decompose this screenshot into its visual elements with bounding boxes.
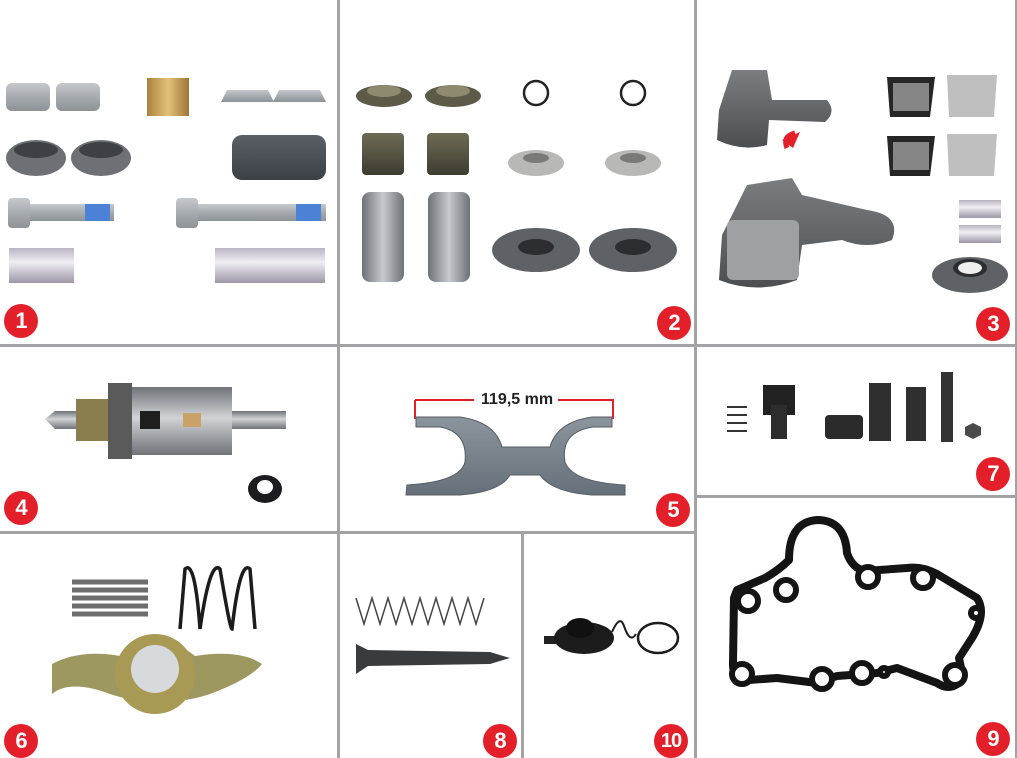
adjuster-shaft-image [45, 383, 286, 503]
badge-1: 1 [4, 304, 38, 338]
grid-line-right [1015, 0, 1017, 758]
caliper-kit-parts-image [6, 78, 326, 283]
grid-line-v1 [337, 0, 340, 758]
badge-2: 2 [657, 306, 691, 340]
grid-line-h2 [0, 531, 697, 534]
badge-4: 4 [4, 491, 38, 525]
cell-5[interactable]: 119,5 mm 5 [340, 347, 694, 531]
gauge-plate-image [405, 399, 626, 496]
grid-line-v2 [694, 0, 697, 758]
adjuster-parts-kit-image [727, 372, 981, 442]
badge-7: 7 [976, 457, 1010, 491]
grid-line-h1 [0, 344, 1017, 347]
cell-10[interactable]: 10 [524, 534, 694, 758]
badge-10: 10 [654, 724, 688, 758]
grid-line-h3 [697, 495, 1017, 498]
cell-9[interactable]: 9 [697, 498, 1015, 758]
badge-6: 6 [4, 724, 38, 758]
badge-5: 5 [656, 493, 690, 527]
cell-4[interactable]: 4 [0, 347, 337, 531]
badge-3: 3 [976, 307, 1010, 341]
spring-and-pin-image [355, 595, 510, 674]
badge-9: 9 [976, 722, 1010, 756]
cell-1[interactable]: 1 [0, 0, 337, 344]
cell-6[interactable]: 6 [0, 534, 337, 758]
springs-gear-plate-image [52, 566, 262, 714]
cap-with-ring-image [544, 618, 680, 655]
badge-8: 8 [483, 724, 517, 758]
cell-3[interactable]: 3 [697, 0, 1015, 344]
cell-7[interactable]: 7 [697, 347, 1015, 495]
cell-2[interactable]: 2 [340, 0, 694, 344]
grid-line-v3 [521, 533, 524, 758]
dimension-label: 119,5 mm [481, 391, 554, 408]
caliper-lever-kit-image [717, 70, 1008, 293]
caliper-repair-kit-image [356, 79, 677, 282]
cell-8[interactable]: 8 [340, 534, 521, 758]
cover-gasket-image [728, 516, 985, 692]
